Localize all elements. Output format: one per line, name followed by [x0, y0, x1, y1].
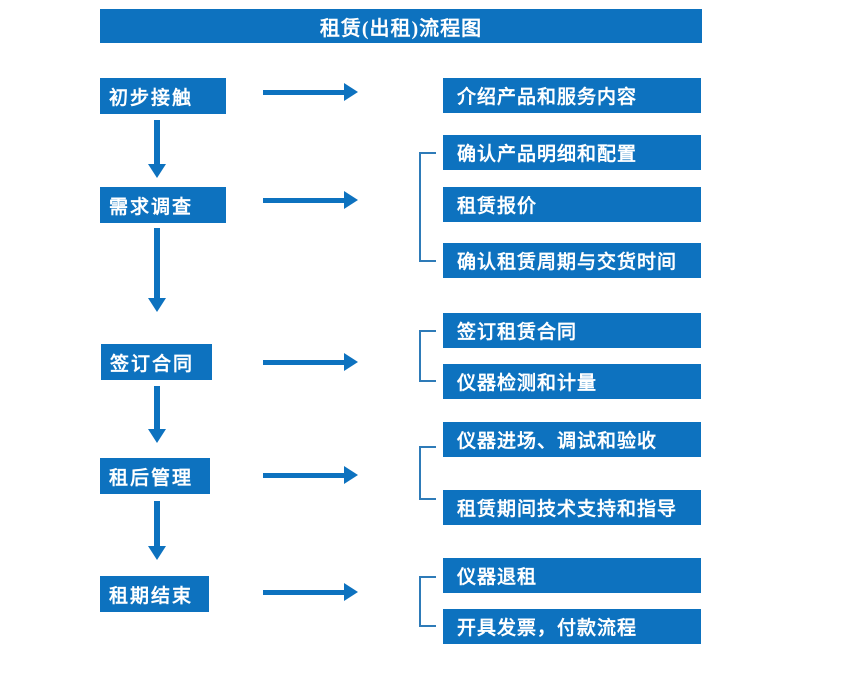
stage-box-sign-contract: 签订合同: [101, 344, 212, 380]
output-box-technical-support: 租赁期间技术支持和指导: [443, 490, 701, 525]
down-arrow: [148, 386, 166, 443]
arrow-shaft: [154, 501, 160, 546]
arrow-head: [148, 298, 166, 312]
stage-box-rental-end: 租期结束: [100, 576, 209, 612]
output-box-instrument-return: 仪器退租: [443, 558, 701, 593]
output-box-sign-rental-contract: 签订租赁合同: [443, 313, 701, 348]
flowchart-title: 租赁(出租)流程图: [100, 9, 702, 43]
right-arrow: [263, 83, 358, 101]
output-box-confirm-product-details: 确认产品明细和配置: [443, 135, 701, 170]
arrow-shaft: [263, 197, 344, 203]
output-box-instrument-testing: 仪器检测和计量: [443, 364, 701, 399]
arrow-shaft: [263, 589, 344, 595]
right-arrow: [263, 583, 358, 601]
arrow-shaft: [154, 120, 160, 164]
down-arrow: [148, 228, 166, 312]
arrow-head: [148, 546, 166, 560]
arrow-head: [344, 191, 358, 209]
bracket-connector: [419, 446, 436, 500]
arrow-head: [344, 353, 358, 371]
right-arrow: [263, 191, 358, 209]
bracket-connector: [419, 330, 436, 382]
output-box-instrument-installation: 仪器进场、调试和验收: [443, 422, 701, 457]
bracket-connector: [419, 152, 436, 262]
right-arrow: [263, 466, 358, 484]
arrow-head: [344, 583, 358, 601]
stage-box-demand-survey: 需求调查: [100, 187, 226, 223]
arrow-head: [148, 429, 166, 443]
arrow-head: [344, 466, 358, 484]
down-arrow: [148, 501, 166, 560]
arrow-shaft: [154, 386, 160, 429]
down-arrow: [148, 120, 166, 178]
arrow-head: [344, 83, 358, 101]
bracket-connector: [419, 576, 436, 627]
right-arrow: [263, 353, 358, 371]
stage-box-initial-contact: 初步接触: [100, 78, 226, 114]
output-box-invoice-payment: 开具发票，付款流程: [443, 609, 701, 644]
arrow-head: [148, 164, 166, 178]
arrow-shaft: [263, 472, 344, 478]
arrow-shaft: [263, 359, 344, 365]
output-box-confirm-rental-period: 确认租赁周期与交货时间: [443, 243, 701, 278]
arrow-shaft: [154, 228, 160, 298]
output-box-introduce-products-services: 介绍产品和服务内容: [443, 78, 701, 113]
output-box-rental-quotation: 租赁报价: [443, 187, 701, 222]
arrow-shaft: [263, 89, 344, 95]
stage-box-post-rental-management: 租后管理: [100, 458, 210, 494]
